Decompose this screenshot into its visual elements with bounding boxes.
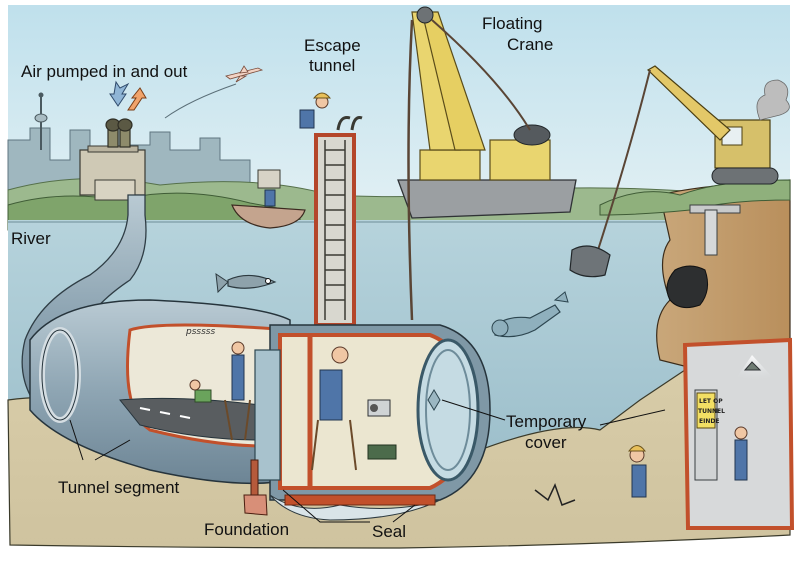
tv-tower [34, 92, 48, 150]
label-temporary-cover-line1: Temporary [506, 412, 587, 431]
warning-sign [696, 392, 716, 429]
seal [269, 494, 441, 521]
label-river: River [11, 229, 51, 248]
diver [491, 291, 569, 338]
immersed-tunnel-element [254, 324, 491, 521]
fish [215, 272, 277, 294]
worker-on-ladder-right [311, 346, 357, 471]
ladder [324, 140, 346, 320]
ventilation-building [79, 80, 147, 201]
lamp-icon [743, 361, 762, 371]
foundation [243, 459, 268, 516]
small-boat [231, 169, 306, 229]
floating-crane [397, 6, 577, 321]
label-seal: Seal [372, 522, 407, 541]
worker-on-ladder-left [224, 341, 251, 441]
label-escape-tunnel-line1: Escape [304, 36, 361, 55]
rock-debris [666, 265, 709, 309]
contrail [164, 83, 237, 119]
label-tunnel-segment: Tunnel segment [58, 478, 180, 497]
excavator-cable [597, 69, 651, 251]
tunnel-segment [29, 299, 292, 485]
temporary-cover [416, 338, 480, 482]
ground-crack [534, 483, 576, 506]
air-out-arrow-icon [127, 87, 147, 111]
grab-bucket [569, 245, 611, 278]
label-foundation: Foundation [204, 520, 290, 539]
worker-on-shaft [299, 92, 332, 129]
leader-lines [69, 399, 666, 523]
miner-with-headlamp [628, 445, 647, 498]
excavator-crane [569, 65, 790, 278]
air-hiss-text: psssss [185, 327, 215, 337]
radio [367, 399, 391, 417]
worker-painting [189, 379, 212, 403]
cliff-grass [599, 179, 791, 216]
label-escape-tunnel-line2: tunnel [309, 56, 356, 75]
air-in-arrow-icon [109, 80, 130, 107]
crane-cable [407, 19, 414, 321]
svg-text:TUNNEL: TUNNEL [698, 408, 725, 415]
smoke [756, 79, 790, 121]
escape-tunnel-shaft [314, 116, 363, 327]
airplane-icon [225, 65, 264, 83]
underground-room: LET OP TUNNEL EINDE [682, 337, 795, 530]
air-vent-pipes [105, 118, 133, 148]
svg-text:EINDE: EINDE [699, 418, 719, 425]
road-markings [139, 407, 191, 419]
label-air-pumped: Air pumped in and out [21, 62, 188, 81]
toolbox [367, 444, 397, 460]
label-floating-crane-line2: Crane [507, 35, 554, 54]
label-floating-crane-line1: Floating [482, 14, 543, 33]
label-temporary-cover-line2: cover [525, 433, 567, 452]
svg-text:LET OP: LET OP [699, 398, 723, 405]
